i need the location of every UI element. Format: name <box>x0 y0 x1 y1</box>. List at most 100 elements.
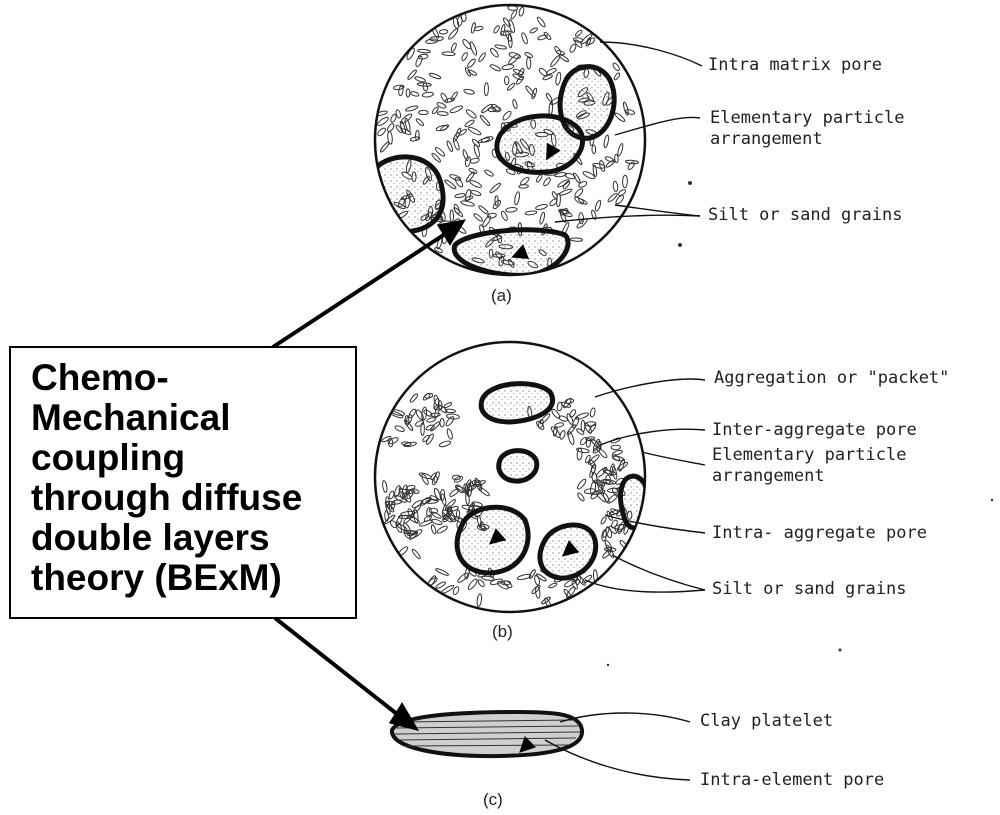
clay-particle <box>598 448 608 458</box>
clay-particle <box>495 196 498 206</box>
clay-particle <box>478 205 489 215</box>
clay-particle <box>394 425 405 433</box>
clay-particle <box>419 110 429 114</box>
clay-particle <box>579 213 584 224</box>
label-intra-element-pore: Intra-element pore <box>700 770 884 791</box>
clay-particle <box>439 29 448 34</box>
clay-particle <box>555 72 562 85</box>
clay-particle <box>557 402 563 411</box>
clay-particle <box>592 145 596 154</box>
clay-particle <box>460 200 474 207</box>
clay-particle <box>436 525 448 534</box>
clay-particle <box>421 407 427 421</box>
clay-particle <box>526 57 531 69</box>
clay-particle <box>502 17 511 27</box>
panel-a-circle <box>366 5 645 275</box>
caption-c: (c) <box>483 790 503 810</box>
clay-particle <box>575 29 583 37</box>
clay-particle <box>439 440 452 448</box>
clay-particle <box>450 210 454 222</box>
clay-particle <box>411 499 424 509</box>
clay-particle <box>463 88 474 94</box>
clay-particle <box>490 578 503 586</box>
clay-particle <box>539 212 546 225</box>
clay-particle <box>618 189 627 197</box>
clay-particle <box>477 579 485 588</box>
clay-particle <box>440 92 449 103</box>
clay-particle <box>467 578 479 591</box>
clay-particle <box>489 182 502 194</box>
clay-particle <box>405 105 418 112</box>
clay-particle <box>382 480 388 492</box>
clay-particle <box>590 408 596 418</box>
clay-particle <box>536 16 546 28</box>
clay-particle <box>423 409 433 418</box>
callout-box: Chemo- Mechanical coupling through diffu… <box>9 346 357 619</box>
clay-particle <box>407 69 418 80</box>
clay-particle <box>469 179 482 189</box>
clay-particle <box>504 76 509 84</box>
clay-particle <box>569 43 577 53</box>
label-silt-sand-grains-a: Silt or sand grains <box>708 205 902 226</box>
clay-particle <box>429 508 438 513</box>
callout-text: Chemo- Mechanical coupling through diffu… <box>31 358 361 598</box>
clay-particle <box>478 52 487 62</box>
clay-particle <box>617 143 624 156</box>
clay-particle <box>578 180 588 188</box>
clay-particle <box>468 167 477 174</box>
clay-particle <box>603 135 609 148</box>
clay-particle <box>442 505 448 519</box>
clay-particle <box>422 83 428 92</box>
clay-particle <box>467 126 481 136</box>
clay-particle <box>521 32 529 44</box>
clay-particle <box>422 92 433 98</box>
clay-particle <box>484 169 494 177</box>
clay-particle <box>495 44 507 50</box>
clay-particle <box>470 157 480 163</box>
clay-particle <box>518 7 524 17</box>
clay-particle <box>506 207 518 213</box>
clay-particle <box>387 131 393 144</box>
clay-particle <box>600 516 607 525</box>
clay-particle <box>466 58 476 69</box>
clay-particle <box>390 113 397 123</box>
clay-particle <box>410 91 419 97</box>
clay-particle <box>471 22 477 33</box>
clay-particle <box>525 85 536 98</box>
clay-particle <box>381 435 391 442</box>
clay-particle <box>435 581 446 590</box>
clay-particle <box>406 89 410 97</box>
clay-particle <box>431 524 437 534</box>
clay-particle <box>577 492 586 502</box>
clay-particle <box>435 568 449 577</box>
clay-particle <box>500 24 505 35</box>
clay-particle <box>419 519 433 527</box>
clay-particle <box>473 213 484 223</box>
clay-particle <box>570 238 582 242</box>
clay-particle <box>594 200 601 212</box>
clay-particle <box>529 27 538 34</box>
clay-particle <box>409 393 419 403</box>
clay-particle <box>458 128 467 136</box>
clay-particle <box>418 49 431 53</box>
clay-particle <box>581 420 585 431</box>
clay-particle <box>551 408 561 419</box>
clay-particle <box>446 140 454 152</box>
clay-particle <box>398 86 404 96</box>
clay-particle <box>614 112 626 123</box>
clay-particle <box>525 210 537 215</box>
clay-particle <box>512 99 518 109</box>
clay-particle <box>467 69 477 76</box>
clay-particle <box>502 64 514 71</box>
clay-particle <box>611 466 617 479</box>
clay-particle <box>461 38 472 50</box>
clay-particle <box>437 111 448 116</box>
clay-particle <box>376 116 389 127</box>
clay-particle <box>550 426 561 439</box>
clay-particle <box>554 422 564 428</box>
clay-particle <box>489 47 499 58</box>
panel-b-circle <box>375 342 648 612</box>
clay-particle <box>559 188 573 196</box>
clay-particle <box>479 114 490 126</box>
clay-particle <box>415 409 425 421</box>
